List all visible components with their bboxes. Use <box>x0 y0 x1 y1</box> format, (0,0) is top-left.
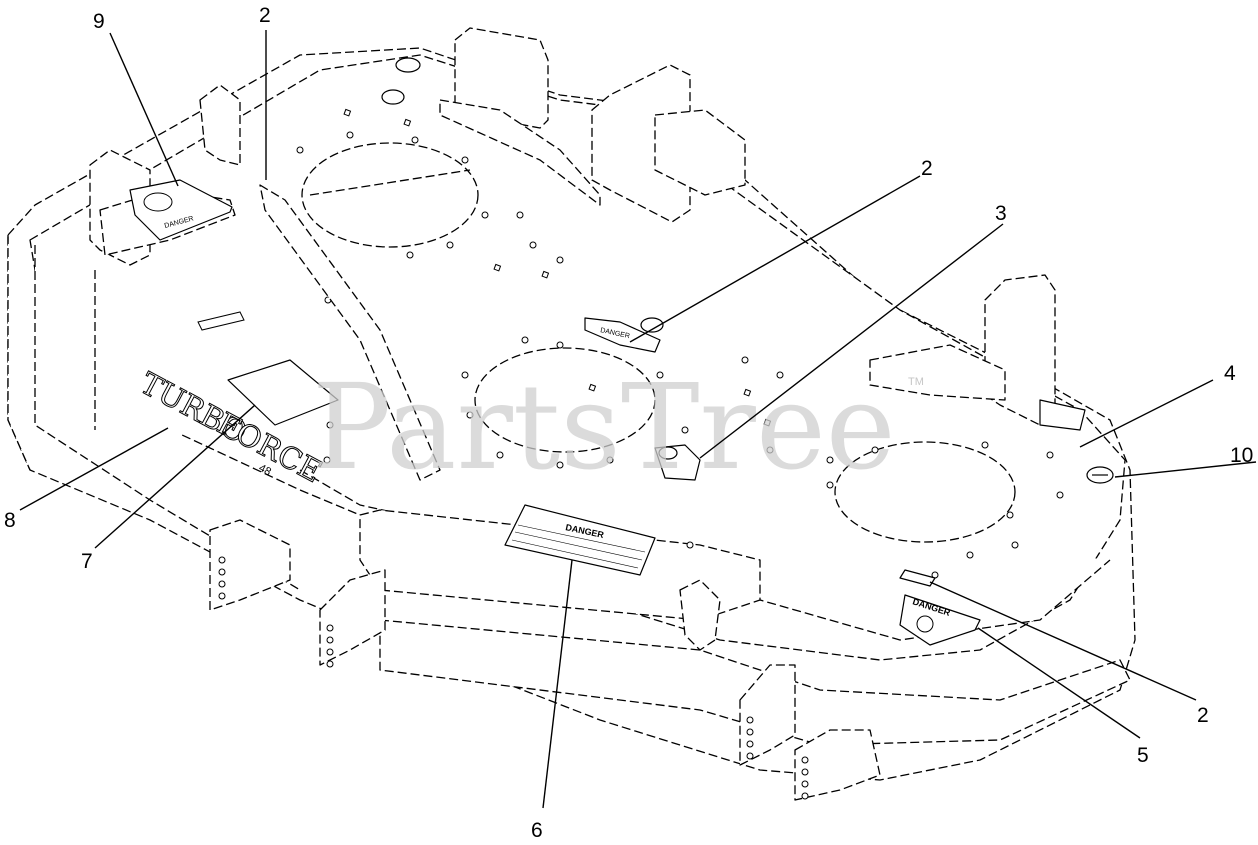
leader-6 <box>542 559 573 809</box>
rear-brackets <box>89 27 1056 481</box>
callout-10: 10 <box>1230 444 1253 467</box>
blade-opening-center <box>474 347 656 453</box>
watermark-text: PartsTree <box>312 358 896 496</box>
callout-6: 6 <box>531 819 543 842</box>
callout-8: 8 <box>4 509 16 532</box>
leader-2b <box>629 175 921 343</box>
watermark: PartsTree TM <box>312 358 924 496</box>
watermark-tm: TM <box>908 376 924 388</box>
danger-decal-small <box>584 317 661 353</box>
callout-2a: 2 <box>259 4 271 27</box>
leader-5 <box>977 627 1141 739</box>
leader-8 <box>19 427 169 511</box>
callouts: 9 2 2 3 4 10 8 7 6 5 2 <box>4 4 1253 842</box>
front-hitch-plates <box>209 519 881 801</box>
leader-7 <box>94 404 256 549</box>
deck-holes <box>197 108 1064 579</box>
leader-3 <box>699 223 1004 459</box>
callout-9: 9 <box>93 10 105 33</box>
callout-7: 7 <box>81 550 93 573</box>
decal-7 <box>227 359 339 426</box>
emboss-size: 48 <box>257 462 273 478</box>
leader-4 <box>1079 379 1214 448</box>
callout-3: 3 <box>995 202 1007 225</box>
decal-4 <box>1039 399 1086 431</box>
blade-openings <box>301 142 1016 543</box>
blade-opening-right <box>834 441 1016 543</box>
callout-2b: 2 <box>921 157 933 180</box>
callout-2c: 2 <box>1197 704 1209 727</box>
decal-6 <box>504 504 656 576</box>
callout-5: 5 <box>1137 744 1149 767</box>
leader-2c <box>929 581 1197 701</box>
decal-2-right <box>899 569 936 587</box>
decal-5 <box>899 594 981 646</box>
leader-9 <box>109 32 179 187</box>
callout-leaders <box>19 30 1257 809</box>
callout-4: 4 <box>1224 362 1236 385</box>
blade-opening-left <box>301 142 479 248</box>
leader-10 <box>1114 461 1257 478</box>
